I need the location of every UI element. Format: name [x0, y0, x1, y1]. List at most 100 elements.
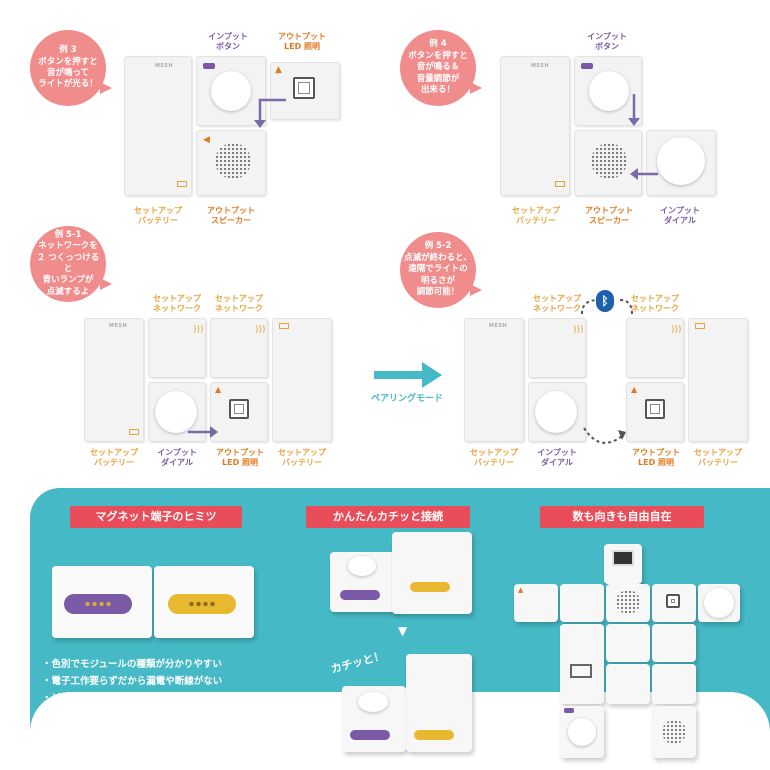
led-light: [293, 77, 315, 99]
cluster-module-9: [606, 664, 650, 704]
cluster-module-7: [606, 624, 650, 662]
dotted-connection: [581, 299, 633, 444]
dial-knob: [155, 391, 197, 433]
example-5-2-text: 例 5-2 点滅が終わると、 遠隔でライトの 明るさが 調節可能！: [404, 241, 472, 298]
battery-icon: [177, 181, 187, 187]
feature-title-magnet: マグネット端子のヒミツ: [70, 506, 242, 528]
battery-module: MESH: [124, 56, 192, 196]
led-light: [645, 399, 665, 419]
button-icon: [581, 63, 593, 69]
button-knob: [348, 556, 376, 576]
speaker-grille: [662, 720, 686, 744]
label-output-led-3: アウトプット LED 照明: [632, 448, 680, 467]
terminal-pins: [188, 600, 216, 608]
module-brand: MESH: [531, 63, 550, 69]
label-input-button-2: インプット ボタン: [587, 32, 627, 51]
bullet-2: ・電子工作要らずだから漏電や断線がない: [42, 676, 223, 687]
label-setup-battery-3: セットアップ バッテリー: [90, 448, 138, 467]
module-brand: MESH: [489, 323, 508, 329]
example-5-1-text: 例 5-1 ネットワークを ２ つくっつけると 青いランプが 点滅するよ: [36, 229, 100, 297]
label-setup-network-4: セットアップ ネットワーク: [631, 294, 679, 313]
label-input-dial-3: インプット ダイアル: [537, 448, 577, 467]
button-icon: [203, 63, 215, 69]
battery-module-4: [272, 318, 332, 442]
cluster-module-2: [560, 584, 604, 622]
module-brand: MESH: [155, 63, 174, 69]
speaker-module: ◀: [196, 130, 266, 196]
display-module: [604, 544, 642, 584]
battery-module-2: MESH: [500, 56, 570, 196]
button-module-2: [574, 56, 642, 126]
example-3-text: 例 3 ボタンを押すと 音が鳴って ライトが光る！: [38, 45, 98, 90]
dial-knob: [657, 137, 705, 185]
battery-icon: [279, 323, 289, 329]
speaker-icon: ◀: [203, 135, 210, 145]
wifi-icon: ))): [255, 325, 266, 335]
flow-arrow-2: [628, 94, 658, 180]
battery-icon: [555, 181, 565, 187]
label-input-dial: インプット ダイアル: [660, 206, 700, 225]
purple-terminal: [340, 590, 380, 600]
flow-arrow-1: [254, 98, 286, 128]
label-setup-network-3: セットアップ ネットワーク: [533, 294, 581, 313]
terminal-pins: [84, 600, 112, 608]
label-setup-battery-4: セットアップ バッテリー: [278, 448, 326, 467]
wifi-icon: ))): [193, 325, 204, 335]
cluster-module-5: [698, 584, 740, 622]
siren-icon: ▲: [215, 385, 222, 394]
battery-module-3: MESH: [84, 318, 144, 442]
led-light: [666, 594, 680, 608]
purple-terminal: [350, 730, 390, 740]
feature-title-free: 数も向きも自由自在: [540, 506, 704, 528]
cluster-module-8: [652, 624, 696, 662]
battery-module-5: MESH: [464, 318, 524, 442]
magnet-module-purple: [52, 566, 152, 638]
example-4-bubble: 例 4 ボタンを押すと 音が鳴る＆ 音量調節が 出来る！: [400, 30, 482, 106]
label-output-speaker-2: アウトプット スピーカー: [585, 206, 633, 225]
connected-module-right: [406, 654, 472, 752]
display-screen: [612, 550, 634, 566]
cluster-module-12: [652, 706, 696, 758]
label-input-button: インプット ボタン: [208, 32, 248, 51]
example-5-1-bubble: 例 5-1 ネットワークを ２ つくっつけると 青いランプが 点滅するよ: [30, 226, 112, 302]
led-module-3: ▲: [626, 382, 684, 442]
speaker-grille: [591, 143, 627, 179]
magnet-module-yellow: [154, 566, 254, 638]
module-brand: MESH: [109, 323, 128, 329]
example-4-text: 例 4 ボタンを押すと 音が鳴る＆ 音量調節が 出来る！: [408, 39, 468, 96]
example-3-bubble: 例 3 ボタンを押すと 音が鳴って ライトが光る！: [30, 30, 112, 106]
label-setup-network-1: セットアップ ネットワーク: [153, 294, 201, 313]
dial-module: [646, 130, 716, 196]
label-output-led: アウトプット LED 照明: [278, 32, 326, 51]
network-module-4: ))): [626, 318, 684, 378]
feature-bullets: ・色別でモジュールの種類が分かりやすい ・電子工作要らずだから漏電や断線がない …: [42, 656, 222, 707]
network-module-3: ))): [528, 318, 586, 378]
dial-module-3: [528, 382, 586, 442]
cluster-module-10: [652, 664, 696, 704]
label-setup-battery: セットアップ バッテリー: [134, 206, 182, 225]
dial-knob: [704, 588, 734, 618]
network-module-2: ))): [210, 318, 268, 378]
label-setup-battery-2: セットアップ バッテリー: [512, 206, 560, 225]
bullet-1: ・色別でモジュールの種類が分かりやすい: [42, 659, 222, 670]
flow-arrow-3: [188, 426, 218, 438]
example-5-2-bubble: 例 5-2 点滅が終わると、 遠隔でライトの 明るさが 調節可能！: [400, 232, 482, 308]
button-knob: [568, 718, 596, 746]
wifi-icon: ))): [671, 325, 682, 335]
network-module-1: ))): [148, 318, 206, 378]
label-input-dial-2: インプット ダイアル: [157, 448, 197, 467]
label-setup-battery-5: セットアップ バッテリー: [470, 448, 518, 467]
click-module-left: [330, 552, 400, 612]
down-arrow-icon: ▼: [398, 624, 408, 638]
speaker-grille: [215, 143, 251, 179]
dial-module-2: [148, 382, 206, 442]
speaker-module-2: [574, 130, 642, 196]
label-output-led-2: アウトプット LED 照明: [216, 448, 264, 467]
siren-icon: ▲: [631, 385, 638, 394]
led-light: [229, 399, 249, 419]
button-knob: [211, 71, 251, 111]
yellow-terminal: [410, 582, 450, 592]
speaker-grille: [616, 590, 640, 614]
button-icon: [564, 708, 574, 713]
port-icon: [570, 664, 592, 678]
